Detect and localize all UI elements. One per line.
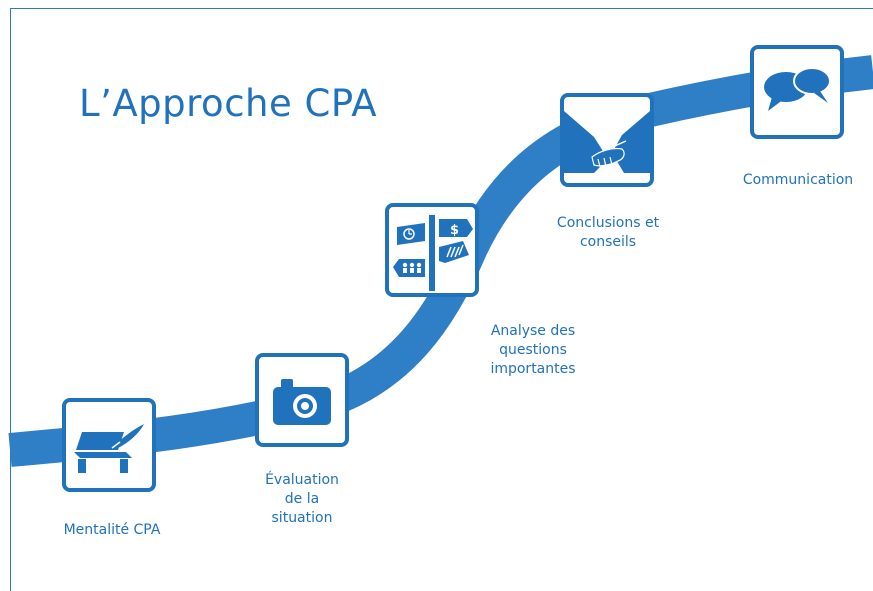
signpost-icon: $ <box>393 215 473 291</box>
handshake-icon <box>564 111 650 173</box>
step-box-communication[interactable] <box>750 45 844 139</box>
slide-frame-left <box>10 8 11 591</box>
svg-text:$: $ <box>450 223 459 238</box>
page-title: L’Approche CPA <box>79 82 378 125</box>
slide-frame-top <box>10 8 873 9</box>
step-box-mentalite[interactable] <box>62 398 156 492</box>
step-label-conclusions: Conclusions et conseils <box>556 215 660 250</box>
camera-icon <box>273 379 331 425</box>
step-box-evaluation[interactable] <box>255 353 349 447</box>
step-box-conclusions[interactable] <box>560 93 654 187</box>
step-label-evaluation: Évaluation de la situation <box>265 472 339 526</box>
speech-bubbles-icon <box>764 67 831 111</box>
step-label-mentalite: Mentalité CPA <box>63 522 161 538</box>
step-label-analyse: Analyse des questions importantes <box>490 323 576 377</box>
step-box-analyse[interactable]: $ <box>385 203 479 297</box>
step-label-communication: Communication <box>742 172 854 188</box>
desk-quill-icon <box>74 424 144 473</box>
